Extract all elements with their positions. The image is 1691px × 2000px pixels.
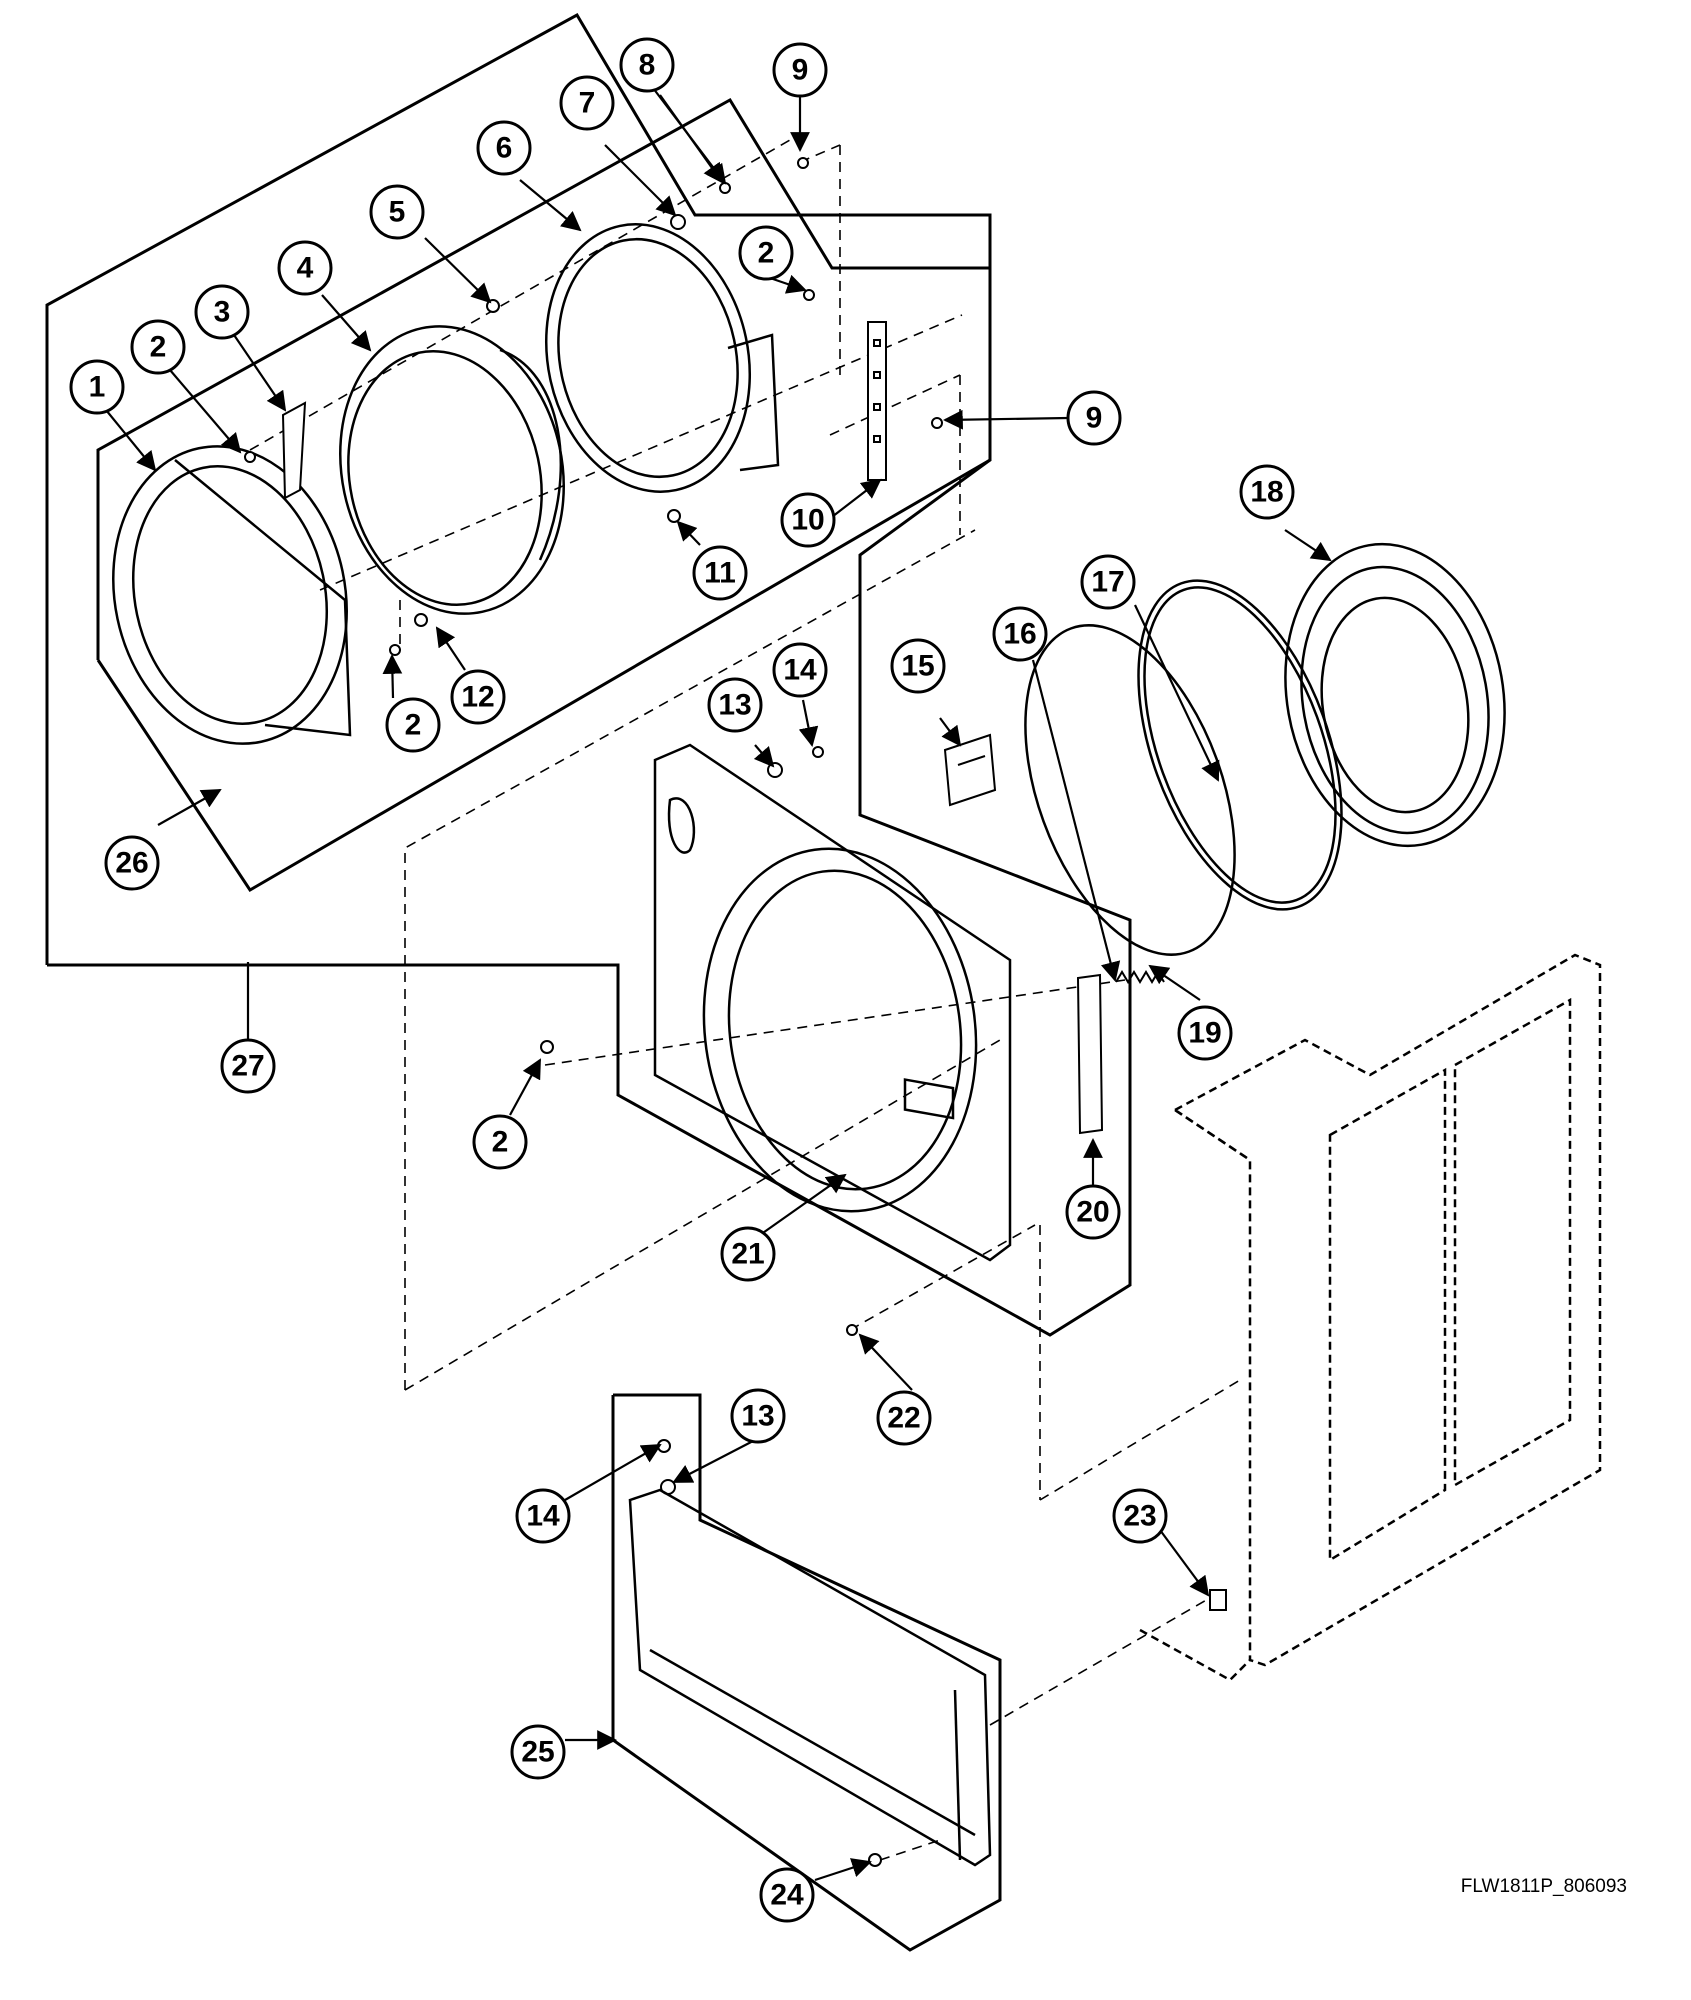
callout-14-lower: 14 [515, 1488, 571, 1544]
callout-9-right: 9 [1066, 390, 1122, 446]
callout-2-lower: 2 [385, 697, 441, 753]
svg-text:10: 10 [791, 504, 824, 537]
callout-25: 25 [510, 1724, 566, 1780]
svg-text:26: 26 [115, 847, 148, 880]
svg-text:2: 2 [758, 237, 775, 270]
callout-9-top: 9 [772, 42, 828, 98]
callout-10: 10 [780, 492, 836, 548]
callout-12: 12 [450, 669, 506, 725]
part-4-door-glass [339, 325, 565, 615]
part-16-17-clamp-rings [1024, 579, 1343, 956]
callout-27: 27 [220, 1038, 276, 1094]
hardware [244, 157, 943, 1867]
group-outline-26 [96, 97, 992, 893]
callout-8: 8 [619, 37, 675, 93]
svg-text:5: 5 [389, 196, 406, 229]
svg-text:15: 15 [901, 650, 934, 683]
part-23-clip [1209, 1589, 1227, 1611]
svg-text:24: 24 [770, 1879, 804, 1912]
callout-7: 7 [559, 75, 615, 131]
svg-text:7: 7 [579, 87, 596, 120]
group-outline-27 [45, 12, 1132, 1337]
part-15-door-lock [943, 733, 997, 807]
callout-5: 5 [369, 184, 425, 240]
svg-text:1: 1 [89, 371, 106, 404]
svg-text:14: 14 [526, 1500, 560, 1533]
callout-4: 4 [277, 240, 333, 296]
callout-16: 16 [992, 606, 1048, 662]
callout-17: 17 [1080, 554, 1136, 610]
svg-text:3: 3 [214, 296, 231, 329]
part-21-front-panel [653, 743, 1012, 1262]
svg-text:2: 2 [405, 709, 422, 742]
callout-23: 23 [1112, 1488, 1168, 1544]
svg-text:17: 17 [1091, 566, 1124, 599]
part-6-door-ring [544, 223, 780, 493]
callout-2: 2 [130, 319, 186, 375]
callout-21: 21 [720, 1226, 776, 1282]
svg-text:9: 9 [1086, 402, 1103, 435]
part-20-strike [1076, 973, 1104, 1135]
part-25-kick-panel [628, 1488, 992, 1867]
callout-2-panel: 2 [472, 1114, 528, 1170]
callout-19: 19 [1177, 1005, 1233, 1061]
svg-text:2: 2 [150, 331, 167, 364]
svg-text:21: 21 [731, 1238, 764, 1271]
svg-text:4: 4 [297, 252, 314, 285]
svg-text:27: 27 [231, 1050, 264, 1083]
callout-2-right: 2 [738, 225, 794, 281]
svg-text:2: 2 [492, 1126, 509, 1159]
group-outline-25 [611, 1393, 1002, 1952]
cabinet-reference [1139, 953, 1602, 1682]
callout-3: 3 [194, 284, 250, 340]
svg-text:14: 14 [783, 654, 817, 687]
callout-18: 18 [1239, 464, 1295, 520]
callout-14: 14 [772, 642, 828, 698]
svg-text:13: 13 [718, 689, 751, 722]
svg-text:20: 20 [1076, 1196, 1109, 1229]
callout-13-lower: 13 [730, 1388, 786, 1444]
callout-1: 1 [69, 359, 125, 415]
svg-text:8: 8 [639, 49, 656, 82]
part-18-gasket [1284, 542, 1506, 848]
callout-26: 26 [104, 835, 160, 891]
svg-text:6: 6 [496, 132, 513, 165]
callout-22: 22 [876, 1390, 932, 1446]
svg-text:19: 19 [1188, 1017, 1221, 1050]
svg-text:23: 23 [1123, 1500, 1156, 1533]
figure-id-label: FLW1811P_806093 [1460, 1876, 1627, 1897]
callout-24: 24 [759, 1867, 815, 1923]
callout-13: 13 [707, 677, 763, 733]
svg-text:22: 22 [887, 1402, 920, 1435]
part-3-bracket [281, 401, 307, 500]
svg-text:9: 9 [792, 54, 809, 87]
callout-6: 6 [476, 120, 532, 176]
svg-text:13: 13 [741, 1400, 774, 1433]
svg-text:16: 16 [1003, 618, 1036, 651]
callout-15: 15 [890, 638, 946, 694]
alignment-lines [249, 139, 1241, 1861]
callout-11: 11 [692, 545, 748, 601]
callout-20: 20 [1065, 1184, 1121, 1240]
part-1-door-bezel [112, 445, 352, 745]
part-10-hinge [867, 321, 887, 481]
leader-lines [105, 83, 1332, 1882]
svg-text:25: 25 [521, 1736, 554, 1769]
svg-text:11: 11 [704, 557, 736, 590]
svg-text:18: 18 [1250, 476, 1283, 509]
svg-text:12: 12 [461, 681, 494, 714]
